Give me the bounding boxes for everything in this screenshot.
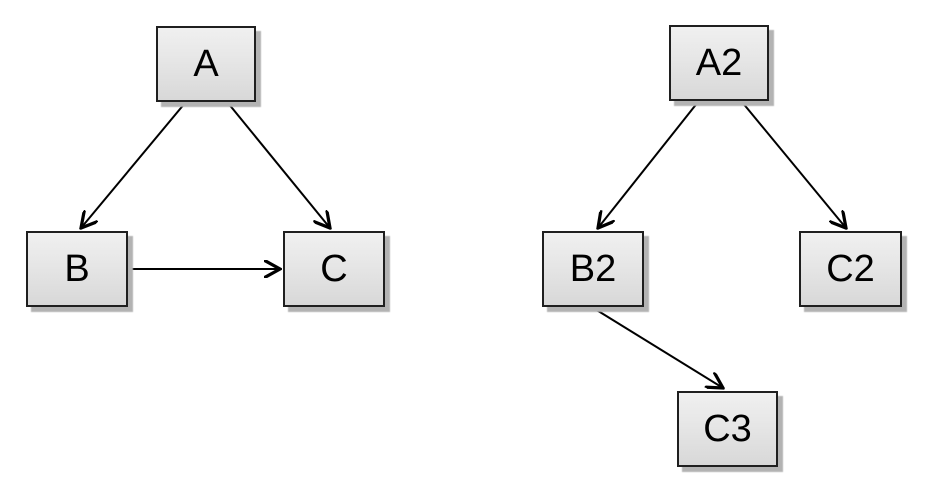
node-b2[interactable]: B2 — [542, 231, 644, 307]
node-b2-label: B2 — [569, 248, 617, 290]
node-a-label: A — [193, 43, 219, 85]
node-a2[interactable]: A2 — [669, 25, 769, 101]
node-a2-label: A2 — [695, 42, 743, 84]
node-c2[interactable]: C2 — [799, 231, 902, 307]
node-c[interactable]: C — [283, 231, 385, 307]
node-c3[interactable]: C3 — [677, 391, 778, 467]
node-c-label: C — [320, 248, 348, 290]
node-c3-label: C3 — [703, 408, 752, 450]
edge-a2-b2[interactable] — [598, 101, 699, 228]
node-a[interactable]: A — [156, 26, 256, 102]
node-c2-label: C2 — [826, 248, 875, 290]
edge-a-b[interactable] — [81, 102, 186, 228]
edge-b2-c3[interactable] — [594, 308, 723, 388]
edge-a-c[interactable] — [227, 102, 330, 228]
node-b-label: B — [64, 248, 90, 290]
edge-a2-c2[interactable] — [741, 101, 846, 228]
node-b[interactable]: B — [26, 231, 128, 307]
